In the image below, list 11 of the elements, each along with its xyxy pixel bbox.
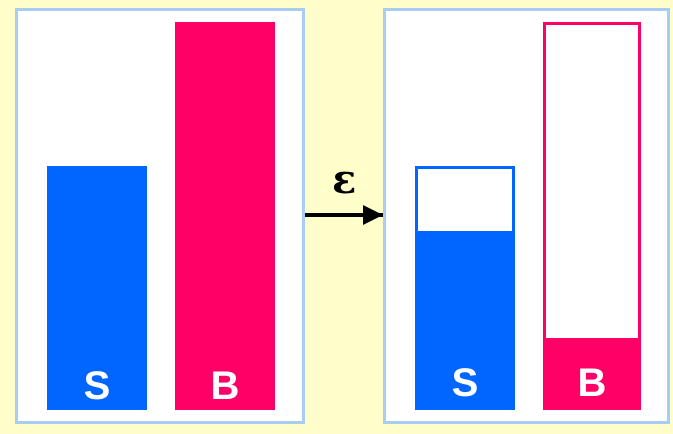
bar-letter: B [578,363,606,403]
bar [47,166,147,410]
bar [415,166,515,410]
bar [175,22,275,410]
bar-letter: S [452,363,478,403]
bar [543,22,641,410]
bar-letter: B [210,366,240,406]
bar-letter: S [84,366,110,406]
panel [383,8,670,424]
panel [15,8,305,424]
arrow [305,205,383,225]
